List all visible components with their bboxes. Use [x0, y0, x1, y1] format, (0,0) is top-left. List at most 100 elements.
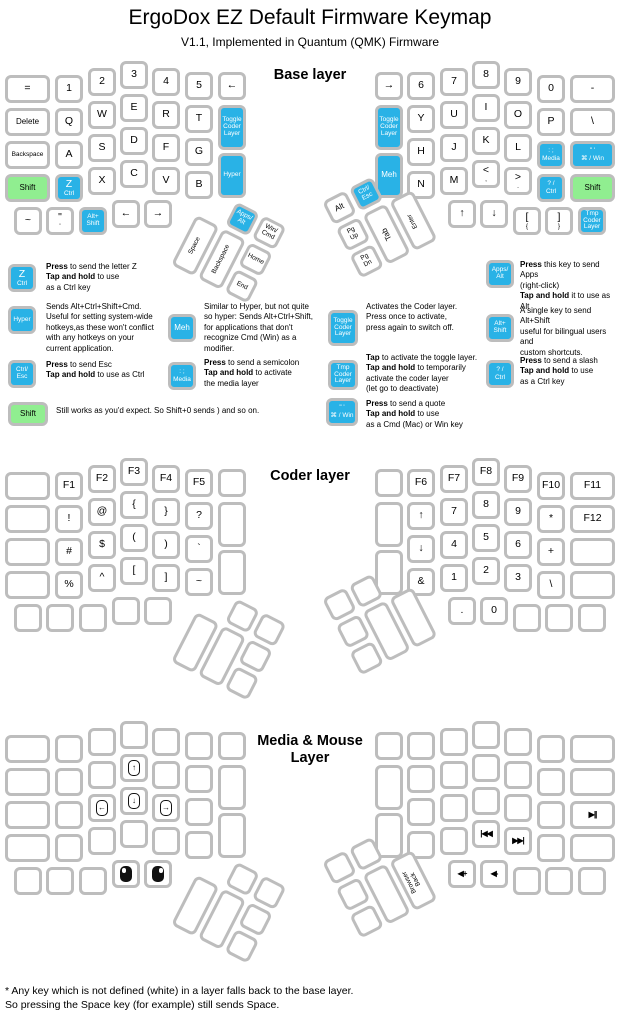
key-label: " ': [589, 146, 596, 154]
key-coder-R26: *: [537, 505, 565, 533]
key-base-L41: Shift: [5, 174, 50, 202]
key-label: V: [162, 174, 170, 187]
key-base-R14: 8: [472, 61, 500, 89]
key-coder-R44: 2: [472, 557, 500, 585]
key-label: 2: [483, 564, 489, 577]
key-label: F7: [447, 472, 461, 485]
key-coder-L24: {: [120, 491, 148, 519]
key-media-L55: [144, 860, 172, 888]
key-coder-L36: `: [185, 535, 213, 563]
key-base-L27: Toggle Coder Layer: [218, 105, 246, 150]
key-media-R16-blank: [537, 735, 565, 763]
key-coder-L23: @: [88, 498, 116, 526]
key-label: H: [417, 145, 425, 158]
legend-key-11: ? /Ctrl: [486, 360, 514, 388]
key-label: F9: [511, 472, 525, 485]
key-coder-L16: F5: [185, 469, 213, 497]
key-label: ? /: [496, 365, 504, 373]
key-label: G: [194, 145, 204, 158]
key-label: 1: [451, 571, 457, 584]
volume-up-icon: ◀+: [457, 868, 468, 878]
key-label: F: [162, 141, 170, 154]
key-label: →: [383, 79, 395, 92]
key-label: R: [162, 108, 170, 121]
key-label: *: [548, 512, 554, 525]
key-label: ~: [195, 575, 203, 588]
key-label: Shift: [19, 408, 36, 418]
key-coder-R16: F10: [537, 472, 565, 500]
key-label: O: [513, 108, 523, 121]
key-coder-L32: #: [55, 538, 83, 566]
key-media-R42-blank: [407, 831, 435, 859]
key-label: W: [97, 108, 107, 121]
key-coder-R27: F12: [570, 505, 615, 533]
key-media-L53-blank: [79, 867, 107, 895]
key-base-R35: : ;Media: [537, 141, 565, 169]
key-label: F4: [159, 472, 173, 485]
key-label: `: [197, 542, 201, 555]
key-label: 0: [491, 604, 497, 617]
key-label: F10: [541, 479, 561, 492]
key-base-R23: U: [440, 101, 468, 129]
key-media-R23-blank: [440, 761, 468, 789]
key-coder-L26: ?: [185, 502, 213, 530]
key-label: I: [484, 101, 488, 114]
key-coder-L44: [: [120, 557, 148, 585]
key-base-L33: S: [88, 134, 116, 162]
key-base-L24: E: [120, 94, 148, 122]
key-base-L32: A: [55, 141, 83, 169]
key-coder-R13: F7: [440, 465, 468, 493]
key-media-L24: ↑: [120, 754, 148, 782]
key-media-R24-blank: [472, 754, 500, 782]
footnote-line1: * Any key which is not defined (white) i…: [5, 985, 354, 997]
key-coder-R21-blank: [375, 502, 403, 547]
key-coder-R24: 8: [472, 491, 500, 519]
key-coder-L31-blank: [5, 538, 50, 566]
key-sublabel: Media: [542, 154, 560, 162]
key-base-R27: \: [570, 108, 615, 136]
key-coder-R11-blank: [375, 469, 403, 497]
key-label: 6: [515, 538, 521, 551]
key-label: =: [24, 82, 31, 95]
key-base-L43: X: [88, 167, 116, 195]
key-label: 6: [418, 79, 424, 92]
next-track-icon: ▶▶|: [512, 835, 525, 845]
key-media-L25-blank: [152, 761, 180, 789]
key-base-L45: V: [152, 167, 180, 195]
key-label: 9: [515, 505, 521, 518]
key-media-R33-blank: [472, 787, 500, 815]
key-label: !: [67, 512, 71, 525]
page-title: ErgoDox EZ Default Firmware Keymap: [128, 6, 492, 29]
key-label: Toggle Coder Layer: [379, 116, 399, 137]
key-label: ): [164, 538, 168, 551]
key-coder-L34: (: [120, 524, 148, 552]
key-media-L51-blank: [14, 867, 42, 895]
prev-track-icon: |◀◀: [480, 828, 493, 838]
key-media-R22-blank: [407, 765, 435, 793]
key-media-L22-blank: [55, 768, 83, 796]
key-media-L26-blank: [185, 765, 213, 793]
key-coder-R22: ↑: [407, 502, 435, 530]
key-label: F2: [95, 472, 109, 485]
key-base-R17: -: [570, 75, 615, 103]
key-media-R26-blank: [537, 768, 565, 796]
legend-key-2: Ctrl/ Esc: [8, 360, 36, 388]
legend-text-1: Sends Alt+Ctrl+Shift+Cmd.Useful for sett…: [46, 302, 154, 353]
key-label: 3: [515, 571, 521, 584]
key-coder-R15: F9: [504, 465, 532, 493]
key-media-L36-blank: [185, 798, 213, 826]
key-label: K: [482, 134, 490, 147]
key-label: D: [130, 134, 138, 147]
key-label: E: [130, 101, 138, 114]
legend-key-4: Meh: [168, 314, 196, 342]
key-label: J: [451, 141, 457, 154]
key-media-R21-blank: [375, 765, 403, 810]
key-media-L21-blank: [5, 768, 50, 796]
mouse-left-button-icon: [120, 866, 132, 882]
